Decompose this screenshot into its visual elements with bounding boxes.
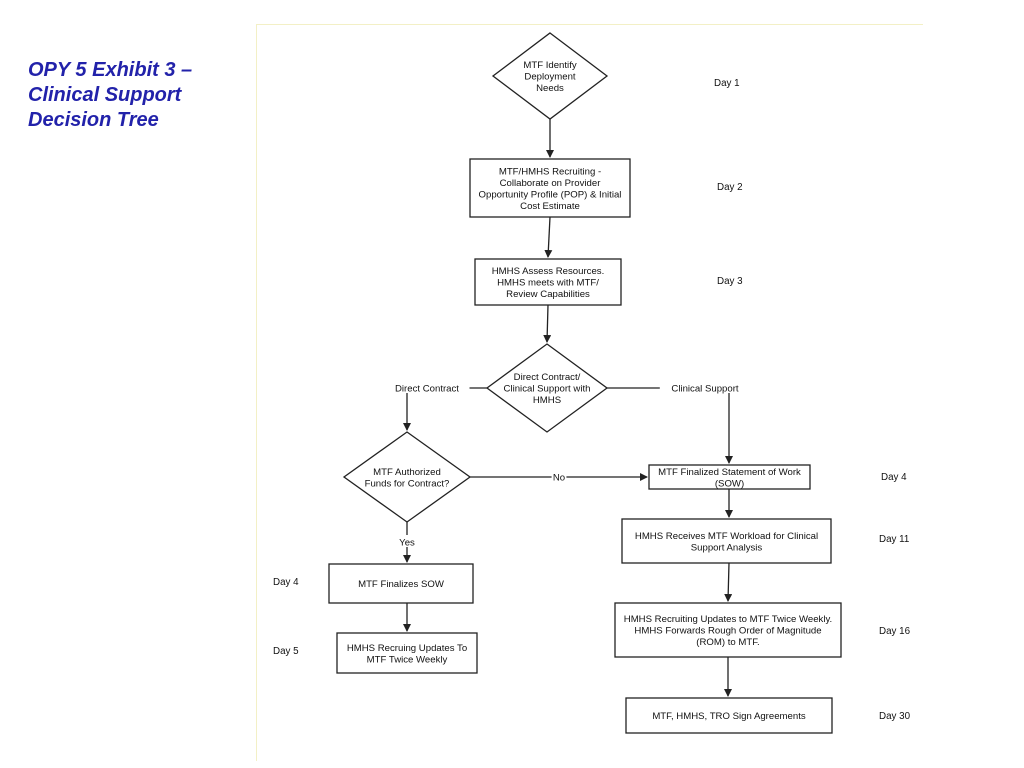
funds-decision-node-diamond xyxy=(342,431,472,523)
assess-resources-node-line-3: Review Capabilities xyxy=(506,289,590,300)
edge-label-no: No xyxy=(553,473,565,484)
recruiting-pop-node-box xyxy=(469,158,631,218)
hmhs-updates-left-node-box xyxy=(336,632,478,674)
hmhs-updates-left-node-line-2: MTF Twice Weekly xyxy=(367,654,448,665)
contract-decision-node-line-1: Direct Contract/ xyxy=(514,372,581,383)
contract-decision-node-diamond xyxy=(485,343,609,433)
slide-title-line-1: OPY 5 Exhibit 3 – xyxy=(28,59,193,81)
funds-decision-node-line-2: Funds for Contract? xyxy=(365,478,450,489)
day-label-recruiting: Day 2 xyxy=(717,182,743,193)
day-label-identify: Day 1 xyxy=(714,78,740,89)
assess-resources-node-line-1: HMHS Assess Resources. xyxy=(492,266,605,277)
day-label-ru-right: Day 16 xyxy=(879,626,911,637)
edge-workload-to-updates xyxy=(724,562,733,602)
slide-title-line-3: Decision Tree xyxy=(28,109,159,131)
finalized-sow-node-line-2: (SOW) xyxy=(715,478,744,489)
recruiting-pop-node-line-3: Opportunity Profile (POP) & Initial xyxy=(479,189,622,200)
day-label-finalizes-sow-left: Day 4 xyxy=(273,577,299,588)
identify-needs-node-line-2: Deployment xyxy=(524,72,576,83)
recruiting-updates-right-node-box xyxy=(614,602,842,658)
recruiting-updates-right-node-line-3: (ROM) to MTF. xyxy=(696,637,759,648)
edge-label-yes: Yes xyxy=(399,538,415,549)
recruiting-updates-right-node-line-1: HMHS Recruiting Updates to MTF Twice Wee… xyxy=(624,614,832,625)
edge-assess-to-decision xyxy=(543,304,552,343)
day-label-finalized-sow: Day 4 xyxy=(881,472,907,483)
hmhs-updates-left-node-line-1: HMHS Recruing Updates To xyxy=(347,643,467,654)
day-label-sign: Day 30 xyxy=(879,711,911,722)
identify-needs-node-line-1: MTF Identify xyxy=(523,60,577,71)
recruiting-updates-right-node-line-2: HMHS Forwards Rough Order of Magnitude xyxy=(634,626,821,637)
edge-label-yes-bg xyxy=(396,535,418,547)
funds-decision-node-line-1: MTF Authorized xyxy=(373,467,441,478)
day-label-assess: Day 3 xyxy=(717,276,743,287)
recruiting-pop-node-line-4: Cost Estimate xyxy=(520,201,580,212)
receives-workload-node-line-1: HMHS Receives MTF Workload for Clinical xyxy=(635,531,818,542)
contract-decision-node-line-2: Clinical Support with xyxy=(504,384,591,395)
receives-workload-node-line-2: Support Analysis xyxy=(691,542,763,553)
edge-recruiting-to-assess xyxy=(544,216,553,258)
sign-agreements-node-line-1: MTF, HMHS, TRO Sign Agreements xyxy=(652,711,806,722)
mtf-finalizes-sow-node-box xyxy=(328,563,474,604)
recruiting-pop-node-line-1: MTF/HMHS Recruiting - xyxy=(499,166,601,177)
finalized-sow-node-line-1: MTF Finalized Statement of Work xyxy=(658,467,801,478)
day-label-workload: Day 11 xyxy=(879,534,909,545)
edge-label-no-bg xyxy=(551,470,567,482)
slide-title: OPY 5 Exhibit 3 – Clinical Support Decis… xyxy=(28,58,248,133)
assess-resources-node-box xyxy=(474,258,622,306)
day-label-updates-left: Day 5 xyxy=(273,646,299,657)
mtf-finalizes-sow-node-line-1: MTF Finalizes SOW xyxy=(358,579,445,590)
edge-label-direct-contract: Direct Contract xyxy=(395,384,459,395)
recruiting-pop-node-line-2: Collaborate on Provider xyxy=(500,178,602,189)
slide-title-line-2: Clinical Support xyxy=(28,84,182,106)
receives-workload-node-box xyxy=(621,518,832,564)
finalized-sow-node-box xyxy=(648,464,811,490)
contract-decision-node-line-3: HMHS xyxy=(533,395,561,406)
edge-label-clinical-support: Clinical Support xyxy=(671,384,739,395)
edge-label-direct-contract-bg xyxy=(384,381,470,393)
edge-label-clinical-support-bg xyxy=(659,381,751,393)
identify-needs-node-diamond xyxy=(491,32,609,120)
assess-resources-node-line-2: HMHS meets with MTF/ xyxy=(497,278,599,289)
sign-agreements-node-box xyxy=(625,697,833,734)
identify-needs-node-line-3: Needs xyxy=(536,83,564,94)
